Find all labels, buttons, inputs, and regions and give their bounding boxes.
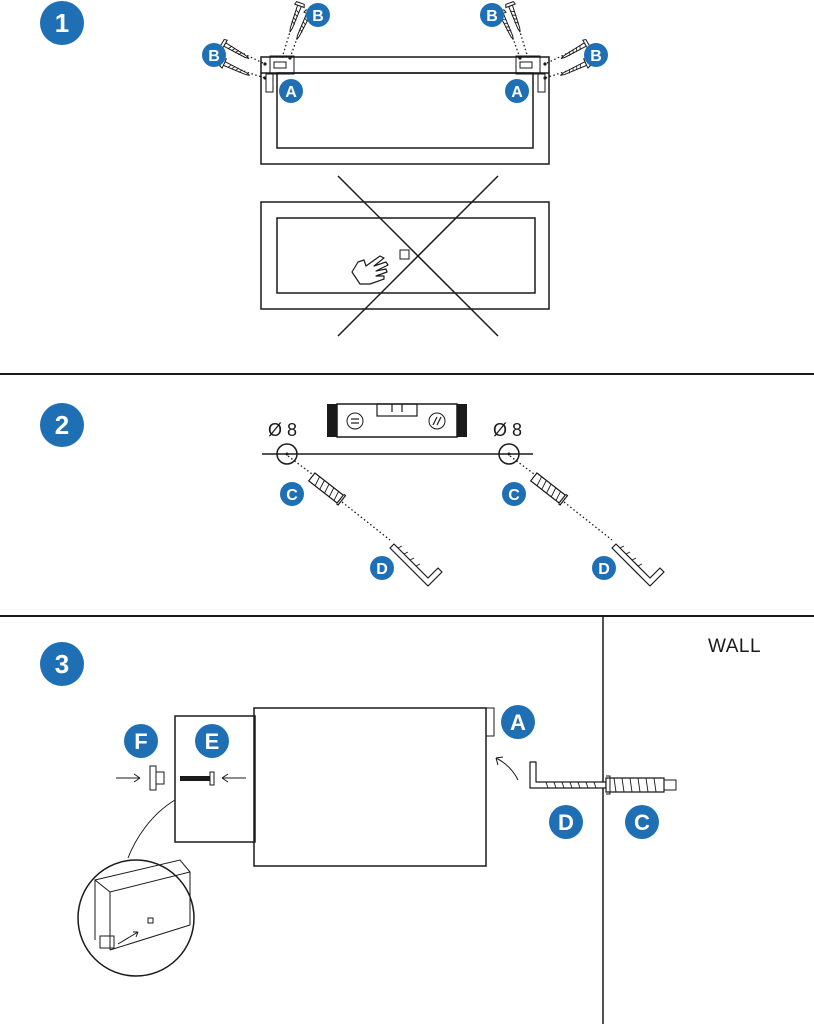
wall-label: WALL — [708, 636, 761, 657]
spirit-level-icon — [327, 403, 467, 438]
part-label-D: D — [370, 556, 394, 580]
part-label-D: D — [549, 805, 583, 839]
part-label-A: A — [505, 79, 529, 103]
part-label-F: F — [124, 724, 158, 758]
hand-pointer-icon — [351, 255, 389, 285]
part-label-C: C — [625, 805, 659, 839]
part-label-C: C — [502, 482, 526, 506]
screw-icon — [180, 771, 215, 786]
svg-text:F: F — [134, 729, 147, 754]
magnifier-detail-icon — [77, 799, 195, 977]
shelf-top-view — [218, 0, 592, 165]
arrow-icon — [116, 773, 141, 783]
step-2-section: 2 Ø 8 Ø 8 — [40, 403, 665, 587]
hook-screw-icon — [529, 761, 607, 789]
svg-text:C: C — [634, 810, 650, 835]
svg-text:D: D — [598, 561, 610, 578]
svg-text:B: B — [208, 48, 220, 65]
svg-text:D: D — [376, 561, 388, 578]
svg-text:C: C — [508, 487, 520, 504]
hook-screw-icon — [389, 543, 443, 587]
svg-text:C: C — [286, 487, 298, 504]
drill-diameter-left: Ø 8 — [268, 420, 297, 440]
wall-plug-icon — [529, 472, 569, 506]
part-label-B: B — [202, 43, 226, 67]
svg-text:E: E — [205, 729, 220, 754]
step-1-section: 1 — [40, 0, 608, 337]
wall-fixing-left — [287, 455, 443, 587]
arrow-icon — [221, 773, 246, 783]
svg-text:B: B — [312, 8, 324, 25]
step-3-section: 3 WALL F — [40, 616, 761, 1024]
wall-plug-icon — [307, 472, 347, 506]
part-label-A: A — [279, 79, 303, 103]
step-3-badge: 3 — [40, 642, 84, 686]
part-label-B: B — [584, 43, 608, 67]
step-1-number: 1 — [55, 8, 69, 38]
step-2-badge: 2 — [40, 403, 84, 447]
shelf-side-view — [174, 707, 495, 867]
hook-screw-icon — [611, 543, 665, 587]
part-label-A: A — [501, 705, 535, 739]
svg-text:B: B — [486, 8, 498, 25]
svg-text:A: A — [511, 84, 523, 101]
part-label-C: C — [280, 482, 304, 506]
step-2-number: 2 — [55, 410, 69, 440]
svg-text:B: B — [590, 48, 602, 65]
svg-text:A: A — [285, 84, 297, 101]
wall-plug-icon — [605, 775, 677, 795]
wall-fixing-right — [509, 455, 665, 587]
part-label-B: B — [480, 3, 504, 27]
svg-text:A: A — [510, 710, 526, 735]
step-1-badge: 1 — [40, 1, 84, 45]
drill-diameter-right: Ø 8 — [493, 420, 522, 440]
part-label-E: E — [195, 724, 229, 758]
arrow-icon — [495, 756, 519, 781]
part-label-D: D — [592, 556, 616, 580]
drill-hole-left — [276, 443, 298, 465]
part-label-B: B — [306, 3, 330, 27]
cover-cap-icon — [149, 765, 165, 791]
step-3-number: 3 — [55, 649, 69, 679]
drill-hole-right — [498, 443, 520, 465]
svg-text:D: D — [558, 810, 574, 835]
incorrect-press-view — [260, 175, 550, 337]
